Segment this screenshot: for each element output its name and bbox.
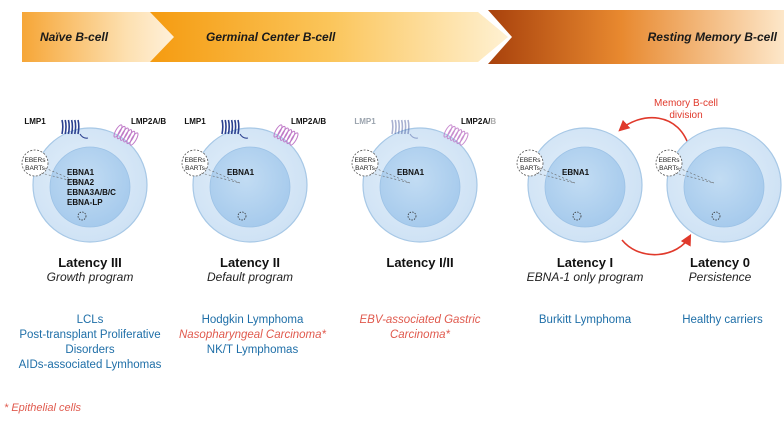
stage-label-naive: Naïve B-cell xyxy=(40,30,109,44)
disease-item: Burkitt Lymphoma xyxy=(538,314,632,326)
nucleus-gene-label: EBNA-LP xyxy=(67,198,103,207)
cell-title-latency-iii: Latency III xyxy=(58,255,122,270)
cell-nucleus xyxy=(544,146,626,228)
eber-label: EBERs xyxy=(355,157,377,164)
stage-arrow-germinal xyxy=(150,12,508,62)
bart-label: BARTs xyxy=(25,165,45,172)
episome-icon xyxy=(237,211,247,221)
eber-bubble xyxy=(655,149,683,177)
eber-pointer xyxy=(535,172,576,184)
nucleus-gene-label: EBNA1 xyxy=(67,168,95,177)
stage-arrow-memory xyxy=(488,10,784,64)
nucleus-gene-label: EBNA1 xyxy=(227,168,255,177)
bart-label: BARTs xyxy=(185,165,205,172)
disease-list-latency-iii: LCLs Post-transplant Proliferative Disor… xyxy=(0,313,180,373)
disease-item: Disorders xyxy=(65,344,115,356)
eber-pointer xyxy=(200,172,241,184)
lmp1-label: LMP1 xyxy=(184,117,206,126)
eber-pointer xyxy=(370,172,411,184)
lmp2-protein-icon xyxy=(113,124,139,146)
bart-label: BARTs xyxy=(355,165,375,172)
eber-label: EBERs xyxy=(25,157,47,164)
bart-label: BARTs xyxy=(520,165,540,172)
eber-label: EBERs xyxy=(520,157,542,164)
lmp1-protein-icon xyxy=(221,119,249,139)
eber-pointer xyxy=(40,172,81,184)
eber-bubble xyxy=(181,149,209,177)
lmp1-label: LMP1 xyxy=(24,117,46,126)
cell-title-latency-i: Latency I xyxy=(556,255,614,270)
lmp2-protein-icon xyxy=(443,124,469,146)
disease-list-latency-ii: Hodgkin Lymphoma Nasopharyngeal Carcinom… xyxy=(165,313,340,358)
division-label-line1: Memory B-cell xyxy=(654,98,718,109)
eber-bubble xyxy=(21,149,49,177)
disease-item: LCLs xyxy=(76,314,104,326)
cell-title-latency-ii: Latency II xyxy=(220,255,280,270)
lmp2-protein-icon xyxy=(273,124,299,146)
stage-label-memory: Resting Memory B-cell xyxy=(648,30,778,44)
footnote: * Epithelial cells xyxy=(4,402,82,414)
lmp2-label: LMP2A/B xyxy=(461,117,496,126)
nucleus-gene-label: EBNA2 xyxy=(67,178,95,187)
disease-item: Hodgkin Lymphoma xyxy=(201,314,304,326)
eber-pointer xyxy=(674,172,715,184)
division-label-line2: division xyxy=(669,110,702,121)
episome-icon xyxy=(711,211,721,221)
nucleus-gene-label: EBNA1 xyxy=(397,168,425,177)
cell-subtitle-latency-iii: Growth program xyxy=(46,270,134,284)
nucleus-gene-label: EBNA3A/B/C xyxy=(67,188,116,197)
cell-nucleus xyxy=(49,146,131,228)
cell-nucleus xyxy=(209,146,291,228)
eber-bubble xyxy=(351,149,379,177)
stage-arrow-naive xyxy=(22,12,196,62)
disease-item: AIDs-associated Lymhomas xyxy=(18,359,162,371)
disease-item: Post-transplant Proliferative xyxy=(19,329,161,341)
bart-label: BARTs xyxy=(659,165,679,172)
disease-item: NK/T Lymphomas xyxy=(206,344,299,356)
cell-subtitle-latency-0: Persistence xyxy=(688,270,752,284)
episome-icon xyxy=(77,211,87,221)
lmp2-label: LMP2A/B xyxy=(291,117,326,126)
disease-list-latency-i-ii: EBV-associated Gastric Carcinoma* xyxy=(345,313,495,343)
lmp1-protein-icon xyxy=(391,119,419,139)
disease-item: Nasopharyngeal Carcinoma* xyxy=(178,329,327,341)
disease-item: EBV-associated Gastric xyxy=(359,314,481,326)
stage-label-germinal: Germinal Center B-cell xyxy=(206,30,336,44)
lmp1-label: LMP1 xyxy=(354,117,376,126)
lmp1-protein-icon xyxy=(61,119,89,139)
disease-list-latency-i: Burkitt Lymphoma xyxy=(520,313,650,328)
eber-label: EBERs xyxy=(659,157,681,164)
disease-list-latency-0: Healthy carriers xyxy=(665,313,780,328)
lmp2-label: LMP2A/B xyxy=(131,117,166,126)
disease-item: Healthy carriers xyxy=(682,314,763,326)
cell-nucleus xyxy=(379,146,461,228)
cell-title-latency-0: Latency 0 xyxy=(690,255,750,270)
division-arrow-top xyxy=(618,117,691,151)
episome-icon xyxy=(572,211,582,221)
division-arrow-bottom xyxy=(621,234,692,256)
disease-item: Carcinoma* xyxy=(389,329,451,341)
eber-bubble xyxy=(516,149,544,177)
cell-title-latency-i-ii: Latency I/II xyxy=(386,255,454,270)
episome-icon xyxy=(407,211,417,221)
eber-label: EBERs xyxy=(185,157,207,164)
cell-subtitle-latency-i: EBNA-1 only program xyxy=(526,270,644,284)
cell-subtitle-latency-ii: Default program xyxy=(206,270,294,284)
nucleus-gene-label: EBNA1 xyxy=(562,168,590,177)
cell-nucleus xyxy=(683,146,765,228)
